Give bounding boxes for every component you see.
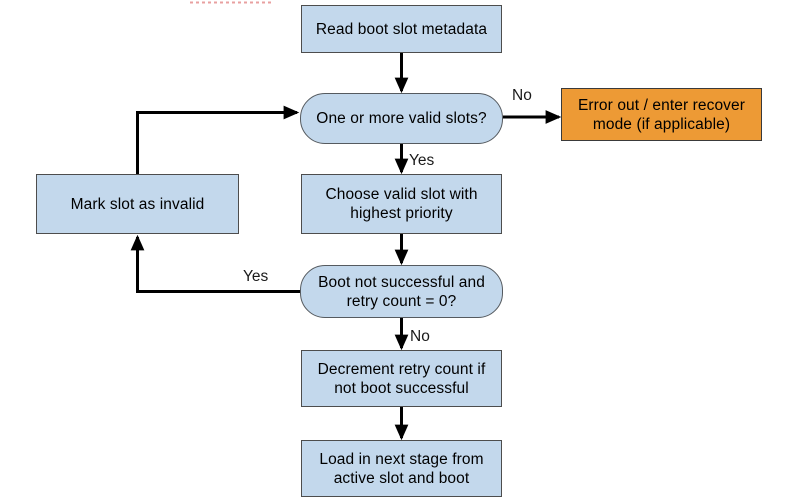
node-label: Error out / enter recover mode (if appli… <box>577 96 746 133</box>
node-mark-slot-as-invalid[interactable]: Mark slot as invalid <box>36 174 239 234</box>
node-choose-valid-slot-highest-priority[interactable]: Choose valid slot with highest priority <box>301 174 502 234</box>
edge-mark-invalid-to-valid-slots <box>136 105 300 174</box>
node-read-boot-slot-metadata[interactable]: Read boot slot metadata <box>301 5 502 53</box>
node-label: Read boot slot metadata <box>315 20 488 38</box>
node-label: One or more valid slots? <box>316 110 487 127</box>
node-boot-not-successful-retry-zero[interactable]: Boot not successful and retry count = 0? <box>300 265 503 318</box>
edge-label-no-retry-remaining: No <box>410 328 430 345</box>
node-label: Decrement retry count if not boot succes… <box>317 360 486 397</box>
node-label: Mark slot as invalid <box>70 195 205 213</box>
edge-label-yes-retry-exhausted: Yes <box>243 268 269 285</box>
node-label: Choose valid slot with highest priority <box>325 186 478 222</box>
node-decrement-retry-count[interactable]: Decrement retry count if not boot succes… <box>301 350 502 407</box>
edge-label-no-valid-slots: No <box>512 87 532 104</box>
edge-label-yes-valid-slots: Yes <box>409 152 435 169</box>
node-label: Load in next stage from active slot and … <box>319 450 484 487</box>
node-one-or-more-valid-slots[interactable]: One or more valid slots? <box>300 93 503 144</box>
node-load-next-stage-active-slot[interactable]: Load in next stage from active slot and … <box>301 440 502 497</box>
node-label: Boot not successful and retry count = 0? <box>318 273 485 310</box>
edge-boot-check-to-mark-invalid <box>130 234 300 293</box>
node-error-out-enter-recover-mode[interactable]: Error out / enter recover mode (if appli… <box>561 88 762 141</box>
